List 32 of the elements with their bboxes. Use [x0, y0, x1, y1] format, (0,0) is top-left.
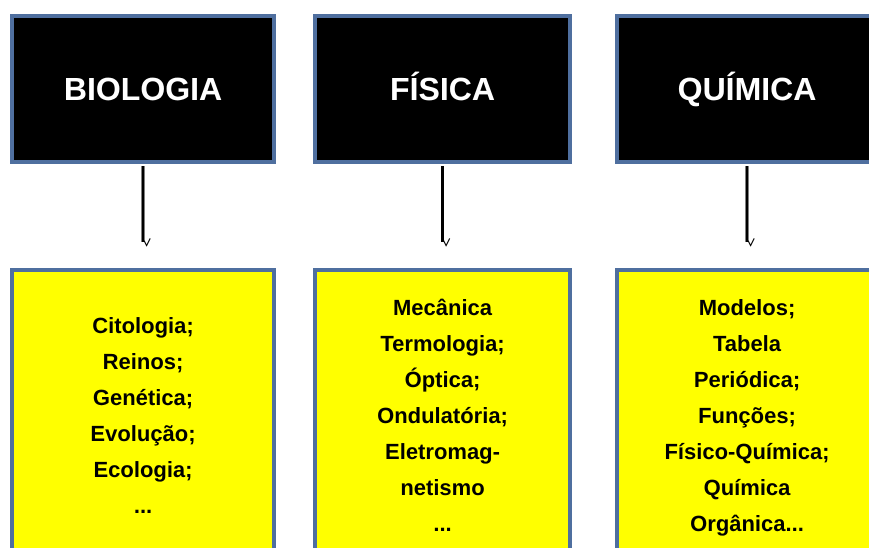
topic-item: ...	[433, 510, 452, 538]
topic-item: Periódica;	[694, 366, 800, 394]
topic-item: Óptica;	[404, 366, 480, 394]
topic-item: Reinos;	[102, 348, 184, 376]
topic-item: ...	[134, 492, 152, 520]
topic-item: Funções;	[698, 402, 796, 430]
topic-box	[10, 268, 276, 548]
topic-item: Tabela	[712, 330, 782, 358]
topic-item: Modelos;	[698, 294, 796, 322]
subject-box	[313, 14, 572, 164]
topic-box	[615, 268, 869, 548]
topic-item: netismo	[400, 474, 485, 502]
arrow	[142, 166, 151, 246]
subject-title: QUÍMICA	[678, 70, 816, 109]
arrow	[441, 166, 450, 246]
topic-item: Citologia;	[92, 312, 194, 340]
topic-item: Evolução;	[90, 420, 196, 448]
topic-item: Eletromag-	[385, 438, 500, 466]
topic-item: Ecologia;	[93, 456, 192, 484]
subject-title: BIOLOGIA	[64, 70, 222, 109]
topic-item: Termologia;	[380, 330, 505, 358]
topic-item: Orgânica...	[690, 510, 804, 538]
topic-item: Química	[704, 474, 790, 502]
topic-item: Físico-Química;	[664, 438, 830, 466]
topic-box	[313, 268, 572, 548]
arrow	[746, 166, 755, 246]
subject-box	[10, 14, 276, 164]
subject-title: FÍSICA	[390, 70, 495, 109]
topic-item: Genética;	[92, 384, 194, 412]
topic-item: Mecânica	[392, 294, 492, 322]
topic-item: Ondulatória;	[377, 402, 508, 430]
subject-box	[615, 14, 869, 164]
